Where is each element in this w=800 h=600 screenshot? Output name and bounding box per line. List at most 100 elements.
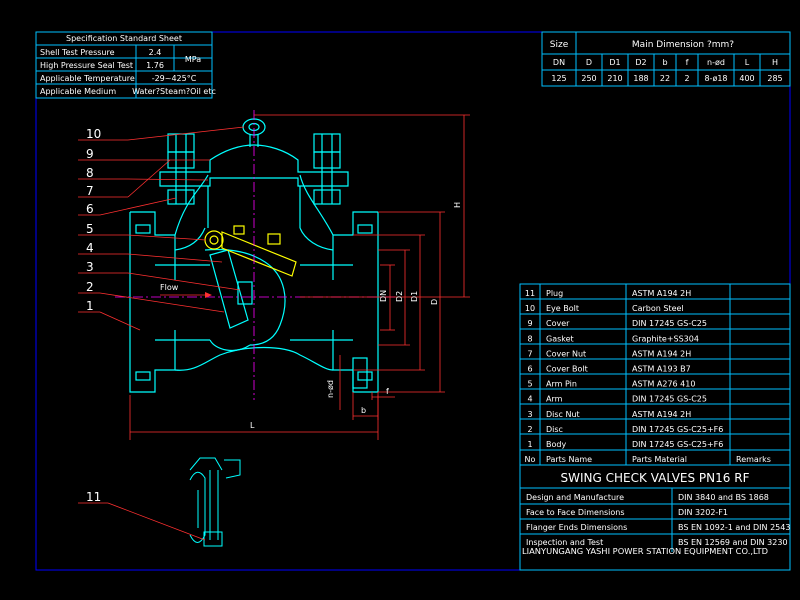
dim-label-H: H [453,202,462,208]
dimension-value: 285 [767,74,782,83]
part-name: Cover Bolt [546,365,588,374]
balloon-5: 5 [86,222,94,236]
part-material: ASTM A276 410 [632,380,695,389]
balloon-1: 1 [86,299,94,313]
title-row-value: DIN 3840 and BS 1868 [678,493,769,502]
dimension-value: 125 [551,74,566,83]
column-header: L [745,58,750,67]
dimension-value: 22 [660,74,670,83]
part-name: Arm Pin [546,380,577,389]
balloon-leaders [78,126,245,331]
part-material: DIN 17245 GS-C25 [632,395,707,404]
part-no: 5 [527,380,532,389]
dim-label-b: b [361,406,366,415]
spec-sheet-title: Specification Standard Sheet [66,34,182,43]
column-header: DN [553,58,565,67]
dimension-value: 8-ø18 [704,74,727,83]
column-header: D2 [635,58,646,67]
parts-header-material: Parts Material [632,455,687,464]
dim-label-D2: D2 [395,291,404,302]
part-name: Cover Nut [546,349,586,358]
dimension-labels: L H DN D2 D1 D n-ød b f [250,202,462,430]
plug-detail [189,457,241,547]
centerlines [115,110,395,400]
spec-value: Water?Steam?Oil etc [132,87,216,96]
dimension-value: 400 [739,74,754,83]
column-header: f [686,58,689,67]
swing-arm [204,225,297,277]
part-name: Disc [546,425,563,434]
part-name: Arm [546,395,563,404]
parts-header-remarks: Remarks [736,455,771,464]
balloon-2: 2 [86,280,94,294]
dimension-table [541,31,791,87]
dimension-columns: DN D D1 D2 b f n-ød L H [553,58,778,67]
spec-value: 2.4 [149,48,162,57]
spec-sheet [35,31,213,99]
product-title: SWING CHECK VALVES PN16 RF [561,471,750,485]
title-row-label: Inspection and Test [526,538,603,547]
main-dimension-header: Main Dimension ?mm? [632,40,734,50]
column-header: b [662,58,667,67]
part-name: Body [546,440,566,449]
dim-label-L: L [250,421,255,430]
spec-unit: MPa [185,55,201,64]
spec-value: 1.76 [146,61,164,70]
part-no: 10 [525,304,535,313]
part-name: Gasket [546,334,574,343]
title-row-value: BS EN 12569 and DIN 3230 [678,538,788,547]
balloon-4: 4 [86,241,94,255]
spec-value: -29~425°C [152,74,197,83]
part-material: DIN 17245 GS-C25 [632,319,707,328]
part-name: Disc Nut [546,410,580,419]
part-material: DIN 17245 GS-C25+F6 [632,440,723,449]
balloon-9: 9 [86,147,94,161]
part-material: Graphite+SS304 [632,334,699,343]
dimension-value: 250 [581,74,596,83]
parts-header-no: No [525,455,536,464]
company-name: LIANYUNGANG YASHI POWER STATION EQUIPMEN… [522,547,768,556]
plug-detail-leader: 11 [78,490,206,541]
dimension-value: 188 [633,74,648,83]
column-header: H [772,58,778,67]
balloon-8: 8 [86,166,94,180]
balloon-10: 10 [86,127,101,141]
part-no: 3 [527,410,532,419]
part-name: Cover [546,319,570,328]
column-header: n-ød [707,58,725,67]
spec-label: Applicable Medium [40,87,116,96]
spec-label: High Pressure Seal Test [40,61,133,70]
dim-label-nd: n-ød [326,380,335,398]
part-no: 7 [527,349,532,358]
dim-label-D: D [430,299,439,305]
part-name: Plug [546,289,563,298]
part-material: ASTM A194 2H [632,349,691,358]
balloon-11: 11 [86,490,101,504]
dim-label-f: f [386,387,389,396]
part-material: ASTM A194 2H [632,410,691,419]
dimension-value: 210 [607,74,622,83]
part-no: 11 [525,289,535,298]
spec-label: Shell Test Pressure [40,48,115,57]
title-block-grid [519,464,791,571]
part-name: Eye Bolt [546,304,579,313]
balloon-3: 3 [86,260,94,274]
part-material: Carbon Steel [632,304,684,313]
title-row-label: Design and Manufacture [526,493,624,502]
part-no: 8 [527,334,532,343]
part-no: 4 [527,395,532,404]
title-row-value: DIN 3202-F1 [678,508,728,517]
column-header: D [586,58,592,67]
spec-label: Applicable Temperature [40,74,135,83]
part-material: DIN 17245 GS-C25+F6 [632,425,723,434]
part-no: 2 [527,425,532,434]
dimension-lines [129,114,470,440]
dimension-values: 125 250 210 188 22 2 8-ø18 400 285 [551,74,782,83]
title-row-label: Flanger Ends Dimensions [526,523,627,532]
part-material: ASTM A194 2H [632,289,691,298]
dimension-value: 2 [684,74,689,83]
part-no: 6 [527,365,532,374]
part-no: 1 [527,440,532,449]
dim-label-D1: D1 [410,291,419,302]
